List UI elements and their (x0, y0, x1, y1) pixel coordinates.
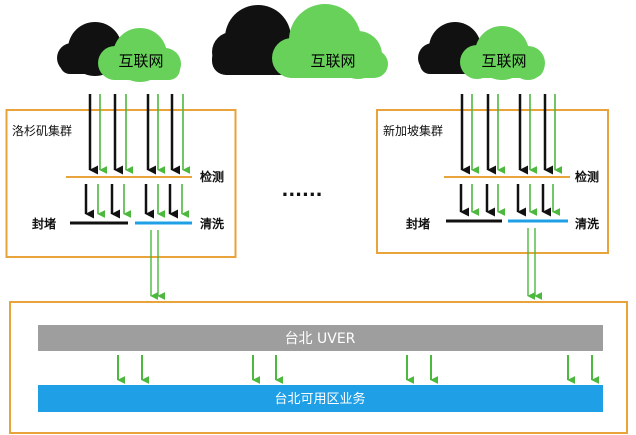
filtered-arrows-left (84, 184, 190, 219)
clean-label-left: 清洗 (200, 216, 224, 231)
detect-label-right: 检测 (575, 169, 599, 184)
cloud-label-center: 互联网 (310, 52, 355, 70)
clean-traffic-downlinks (150, 228, 543, 300)
cluster-box-left: 洛杉矶集群 检测 封堵 清洗 (5, 109, 237, 258)
ellipsis-more-clusters: ...... (281, 180, 322, 201)
uver-bar (38, 325, 603, 351)
uver-label: 台北 UVER (285, 331, 356, 347)
taipei-region-box: 台北 UVER 台北可用区业务 (9, 301, 628, 434)
inbound-arrows-left (88, 94, 191, 175)
availability-zone-bar (38, 385, 603, 412)
cloud-label-left: 互联网 (118, 52, 163, 70)
cluster-title-right: 新加坡集群 (383, 123, 443, 138)
inbound-arrows-right (460, 94, 563, 175)
block-label-left: 封堵 (32, 216, 56, 231)
internet-cloud-right: 互联网 (418, 22, 545, 80)
block-label-right: 封堵 (406, 216, 430, 231)
detect-label-left: 检测 (200, 169, 224, 184)
internet-cloud-left: 互联网 (57, 22, 181, 82)
cluster-title-left: 洛杉矶集群 (12, 123, 72, 138)
internet-cloud-center: 互联网 (212, 4, 388, 79)
cluster-box-right: 新加坡集群 检测 封堵 清洗 (376, 109, 609, 254)
availability-zone-label: 台北可用区业务 (274, 391, 365, 407)
clean-label-right: 清洗 (575, 216, 599, 231)
cloud-label-right: 互联网 (481, 52, 526, 70)
filtered-arrows-right (459, 184, 561, 217)
